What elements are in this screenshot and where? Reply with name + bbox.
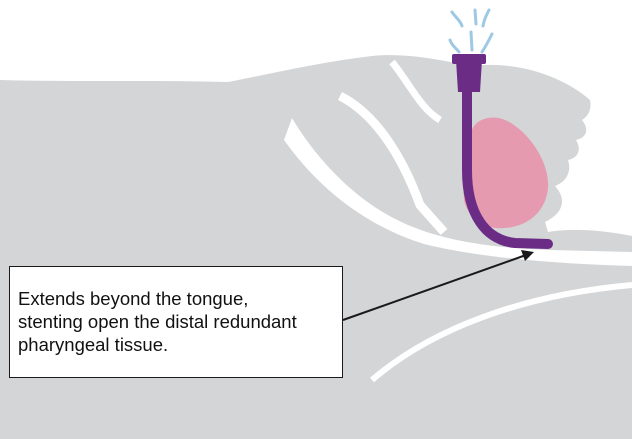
airway-cap bbox=[452, 54, 486, 64]
callout-text: Extends beyond the tongue, stenting open… bbox=[18, 287, 342, 356]
airway-flange bbox=[456, 60, 482, 92]
oxygen-flow-icon bbox=[450, 10, 492, 52]
callout-box: Extends beyond the tongue, stenting open… bbox=[9, 266, 343, 378]
